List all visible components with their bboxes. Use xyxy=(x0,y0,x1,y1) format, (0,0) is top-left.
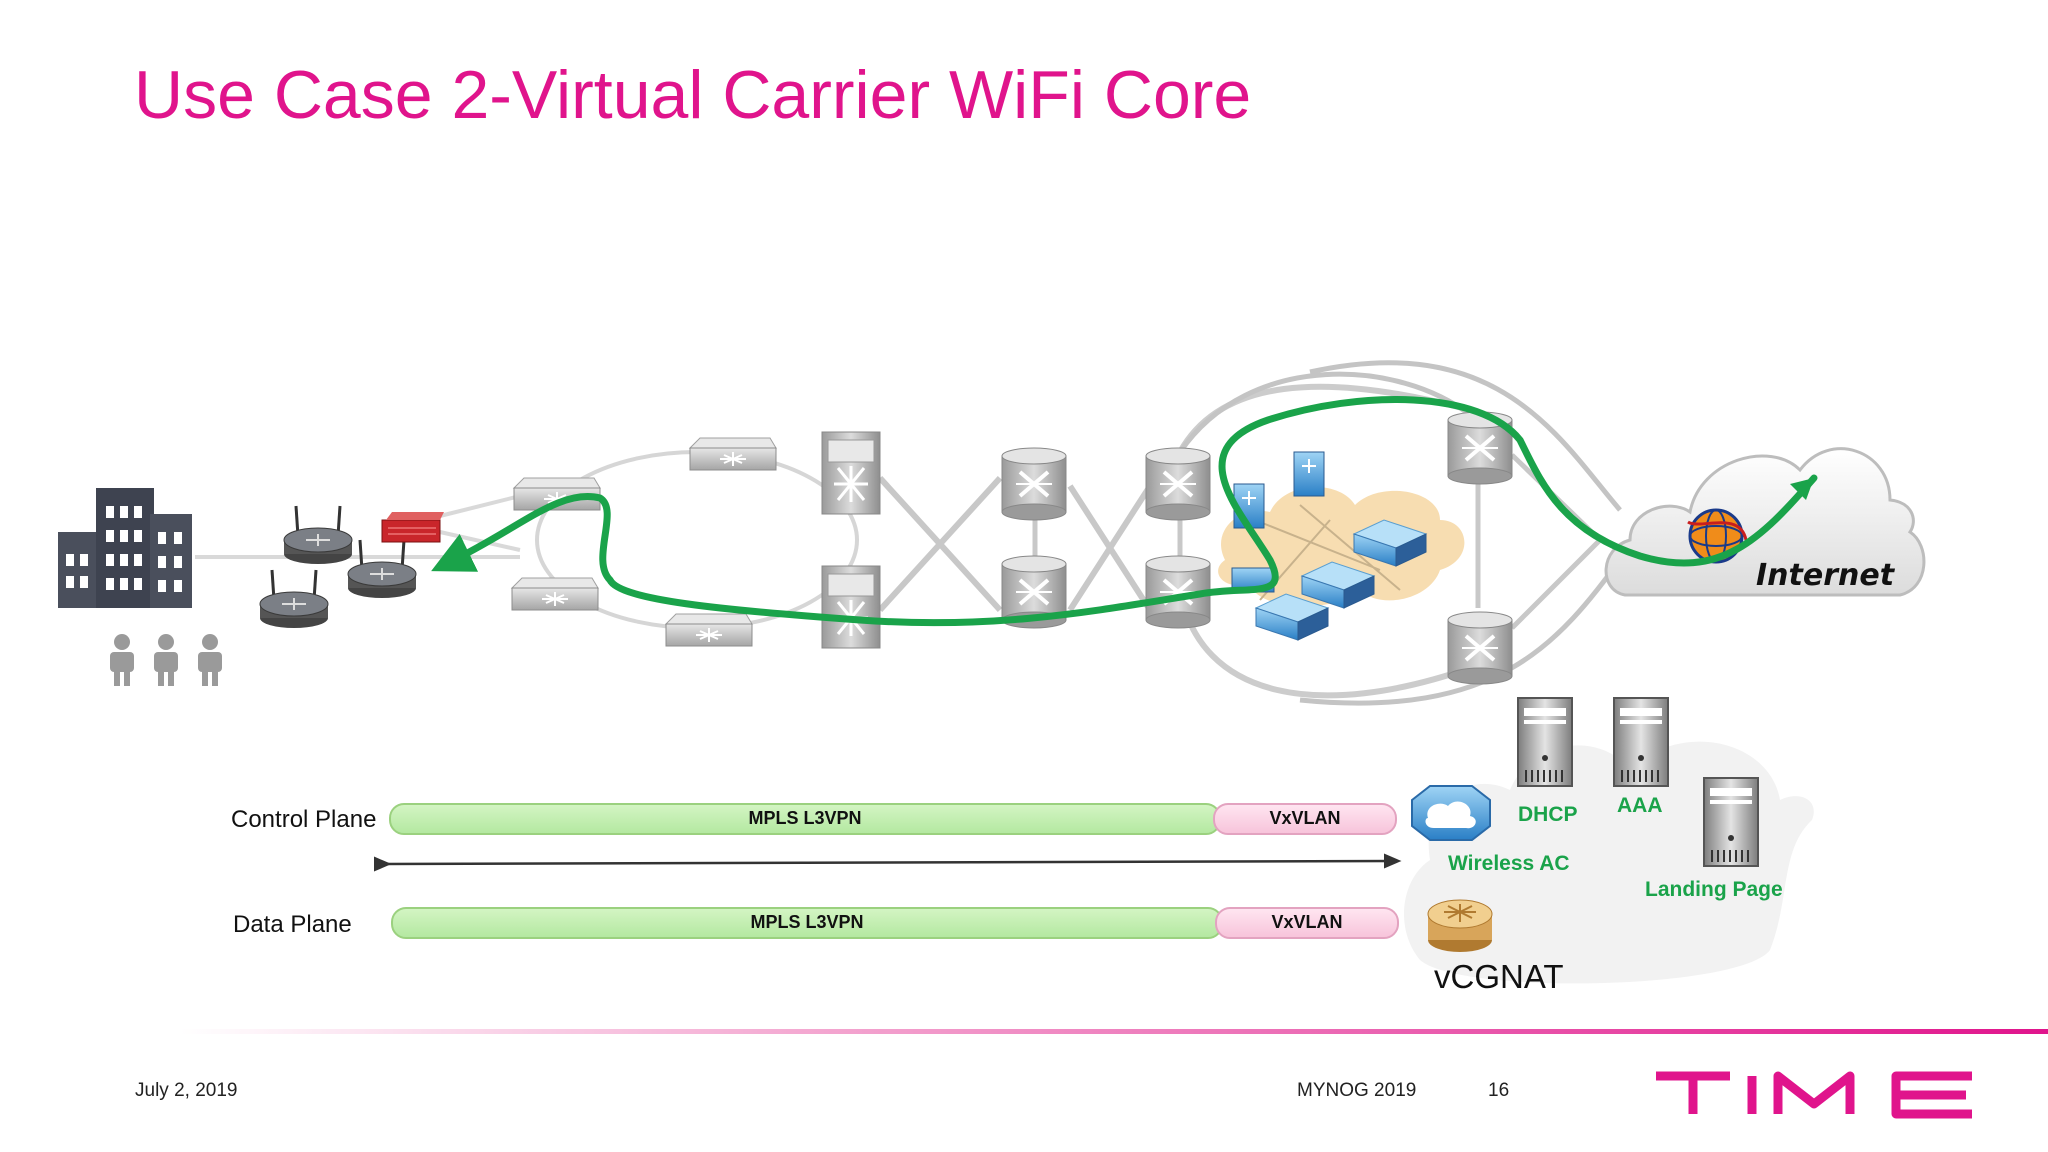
traffic-path xyxy=(431,396,1818,627)
landing-page-server-icon xyxy=(1703,777,1759,867)
globe-icon xyxy=(1687,508,1748,564)
slide-title: Use Case 2-Virtual Carrier WiFi Core xyxy=(134,57,1252,133)
access-point-1 xyxy=(282,504,354,566)
dhcp-server-icon xyxy=(1517,697,1573,787)
data-plane-mpls-label: MPLS L3VPN xyxy=(750,912,864,932)
vcgnat-label: vCGNAT xyxy=(1434,958,1564,995)
agg-chassis-top xyxy=(821,431,881,515)
data-plane-vxvlan-label: VxVLAN xyxy=(1271,912,1343,932)
building-icon xyxy=(58,488,192,608)
ring-switch-bottom-right xyxy=(665,613,753,647)
pe-router-bottom xyxy=(1446,610,1514,686)
wireless-ac-label: Wireless AC xyxy=(1448,852,1570,875)
vcgnat-icon xyxy=(1427,899,1493,952)
internet-cloud xyxy=(1604,447,1926,597)
footer-date: July 2, 2019 xyxy=(135,1080,238,1101)
dc-small-device-1 xyxy=(1293,451,1325,497)
aaa-label: AAA xyxy=(1617,794,1663,817)
core-router-3 xyxy=(1144,446,1212,522)
ring-switch-bottom-left xyxy=(511,577,599,611)
ring-switch-top-right xyxy=(689,437,777,471)
footer-divider xyxy=(180,1029,2048,1034)
landing-page-label: Landing Page xyxy=(1645,878,1783,901)
dhcp-label: DHCP xyxy=(1518,803,1578,826)
time-logo xyxy=(1656,1071,1972,1119)
control-plane-label: Control Plane xyxy=(231,806,377,833)
control-plane-vxvlan-label: VxVLAN xyxy=(1269,808,1341,828)
internet-label: Internet xyxy=(1756,558,1895,593)
aaa-server-icon xyxy=(1613,697,1669,787)
agg-chassis-bottom xyxy=(821,565,881,649)
footer-event: MYNOG 2019 xyxy=(1297,1080,1417,1101)
users-icon xyxy=(110,634,222,686)
access-point-2 xyxy=(346,538,418,600)
core-router-1 xyxy=(1000,446,1068,522)
firewall-icon xyxy=(381,512,444,543)
footer-page-number: 16 xyxy=(1488,1080,1510,1101)
wireless-ac-icon xyxy=(1411,785,1491,841)
control-plane-bar xyxy=(389,803,1397,835)
access-point-3 xyxy=(258,568,330,630)
plane-separator-arrow xyxy=(373,853,1402,872)
data-plane-bar xyxy=(391,907,1399,939)
control-plane-mpls-label: MPLS L3VPN xyxy=(748,808,862,828)
data-plane-label: Data Plane xyxy=(233,911,352,938)
